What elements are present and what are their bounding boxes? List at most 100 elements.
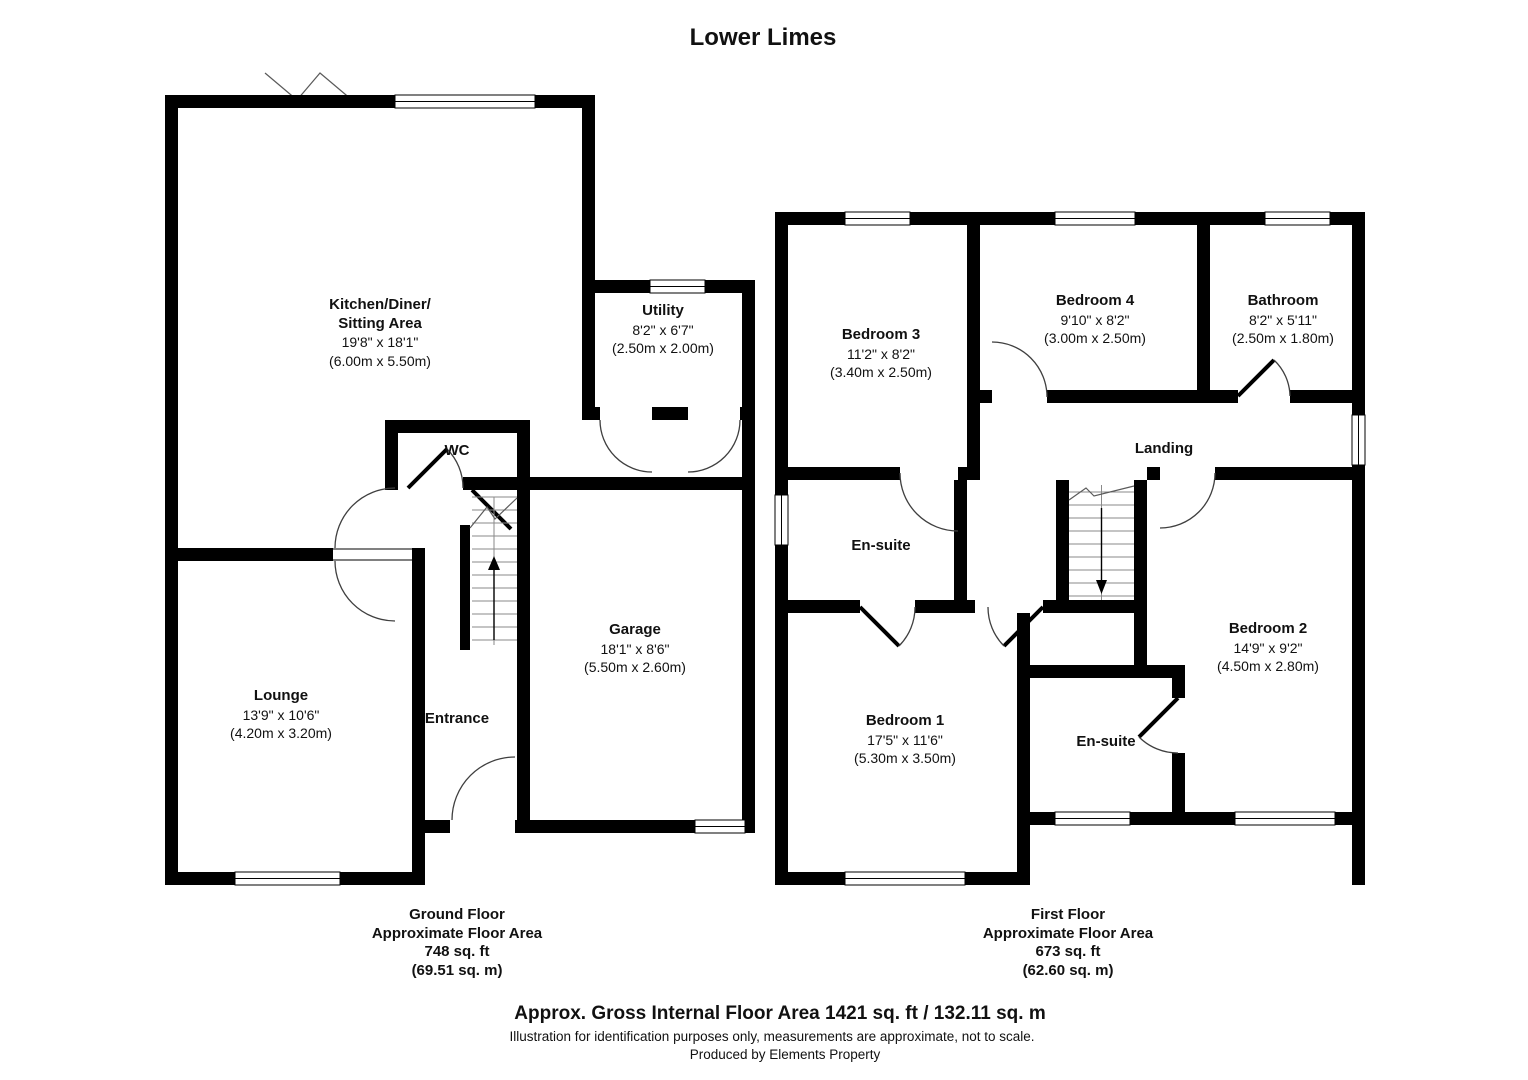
window-bedroom2 xyxy=(1234,811,1336,826)
wall xyxy=(165,95,395,108)
wall xyxy=(740,407,755,420)
wall xyxy=(412,548,425,885)
window-kitchen xyxy=(394,94,536,109)
window-bathroom xyxy=(1264,211,1331,226)
room-name: Bedroom 2 xyxy=(1228,620,1308,637)
wall xyxy=(1172,665,1185,698)
floor-area-sqm: (69.51 sq. m) xyxy=(411,961,503,979)
wall xyxy=(1147,467,1160,480)
wall xyxy=(385,420,530,433)
bedroom1-door-arc xyxy=(987,606,1005,647)
room-label-entrance: Entrance xyxy=(425,710,489,729)
wall xyxy=(165,95,178,885)
room-dims-ft: 8'2" x 5'11" xyxy=(1249,311,1317,328)
room-dims-ft: 18'1" x 8'6" xyxy=(600,640,670,657)
bathroom-door-leaf xyxy=(1236,358,1276,398)
wall xyxy=(425,820,450,833)
wall xyxy=(1172,753,1185,825)
first-floor-area-label: First Floor Approximate Floor Area 673 s… xyxy=(983,906,1153,980)
wall xyxy=(742,280,755,833)
window-garage xyxy=(694,819,746,834)
wall xyxy=(1056,480,1069,613)
ground-floor-area-label: Ground Floor Approximate Floor Area 748 … xyxy=(372,906,542,980)
wall xyxy=(1210,390,1238,403)
ensuite2-door-arc xyxy=(1138,736,1179,754)
room-name: Sitting Area xyxy=(338,314,422,332)
wall xyxy=(165,872,235,885)
plan-title: Lower Limes xyxy=(689,24,837,51)
wall xyxy=(1335,812,1365,825)
front-door-arc xyxy=(451,756,516,821)
wall xyxy=(385,420,398,490)
room-label-ensuite2: En-suite xyxy=(1076,733,1135,752)
wall xyxy=(515,820,695,833)
room-dims-ft: 11'2" x 8'2" xyxy=(847,345,915,362)
wall xyxy=(1352,465,1365,885)
room-dims-m: (5.30m x 3.50m) xyxy=(854,750,956,766)
window-ensuite1 xyxy=(774,494,789,546)
wall xyxy=(165,548,333,561)
stair-break-line xyxy=(469,497,518,529)
room-name: Utility xyxy=(642,302,684,319)
room-label-bedroom1: Bedroom 1 17'5" x 11'6" (5.30m x 3.50m) xyxy=(854,712,956,768)
floor-name: Ground Floor xyxy=(409,906,505,923)
wall xyxy=(1047,390,1197,403)
room-label-bedroom3: Bedroom 3 11'2" x 8'2" (3.40m x 2.50m) xyxy=(830,326,932,382)
room-name: En-suite xyxy=(1076,733,1136,750)
bedroom4-door-arc xyxy=(991,341,1048,398)
floor-area-sqft: 673 sq. ft xyxy=(1035,943,1101,960)
room-name: Landing xyxy=(1134,440,1194,457)
room-dims-ft: 8'2" x 6'7" xyxy=(632,321,694,338)
floor-area-sqft: 748 sq. ft xyxy=(424,943,490,960)
room-dims-m: (4.20m x 3.20m) xyxy=(230,725,332,741)
stair-rail xyxy=(460,525,470,650)
room-dims-m: (2.50m x 1.80m) xyxy=(1232,330,1334,346)
floor-area-caption: Approximate Floor Area xyxy=(982,924,1154,942)
room-dims-m: (4.50m x 2.80m) xyxy=(1217,658,1319,674)
wall xyxy=(745,820,755,833)
room-name: Bedroom 3 xyxy=(841,326,921,343)
ensuite2-door-leaf xyxy=(1137,696,1180,739)
room-name: Garage xyxy=(609,621,661,638)
wall xyxy=(582,407,600,420)
wc-door-arc xyxy=(446,448,464,489)
wall xyxy=(595,280,650,293)
window-ensuite2 xyxy=(1054,811,1131,826)
wc-door-leaf xyxy=(406,447,449,490)
room-label-landing: Landing xyxy=(1135,440,1193,459)
room-dims-ft: 13'9" x 10'6" xyxy=(242,706,320,723)
wall xyxy=(517,420,530,833)
first-floor-plan xyxy=(774,211,1366,886)
room-dims-m: (2.50m x 2.00m) xyxy=(612,340,714,356)
room-label-garage: Garage 18'1" x 8'6" (5.50m x 2.60m) xyxy=(584,621,686,677)
wall xyxy=(1197,212,1210,403)
room-name: Bedroom 4 xyxy=(1055,292,1135,309)
room-dims-m: (5.50m x 2.60m) xyxy=(584,659,686,675)
wall xyxy=(340,872,425,885)
disclaimer-text: Illustration for identification purposes… xyxy=(509,1029,1035,1044)
wall xyxy=(535,95,595,108)
wall xyxy=(1017,613,1030,885)
ensuite1-door-leaf xyxy=(858,605,901,648)
wall xyxy=(1017,665,1185,678)
window-landing xyxy=(1351,414,1366,466)
utility-door-arc-right xyxy=(687,419,741,473)
room-name: Lounge xyxy=(253,687,309,704)
roof-gable-line xyxy=(264,72,353,101)
bedroom1-door-leaf xyxy=(1002,605,1045,648)
wall xyxy=(775,872,845,885)
window-lounge xyxy=(234,871,341,886)
credit-text: Produced by Elements Property xyxy=(689,1047,881,1062)
room-label-lounge: Lounge 13'9" x 10'6" (4.20m x 3.20m) xyxy=(230,687,332,743)
wall xyxy=(965,872,1030,885)
room-name: Bathroom xyxy=(1247,292,1319,309)
wall xyxy=(1134,480,1147,613)
wall xyxy=(967,212,980,480)
bedroom2-door-arc xyxy=(1159,472,1216,529)
wall xyxy=(1215,467,1365,480)
wall xyxy=(775,212,845,225)
stairs-down-arrowhead xyxy=(1096,580,1107,594)
stairs-up-arrowhead xyxy=(488,556,500,570)
